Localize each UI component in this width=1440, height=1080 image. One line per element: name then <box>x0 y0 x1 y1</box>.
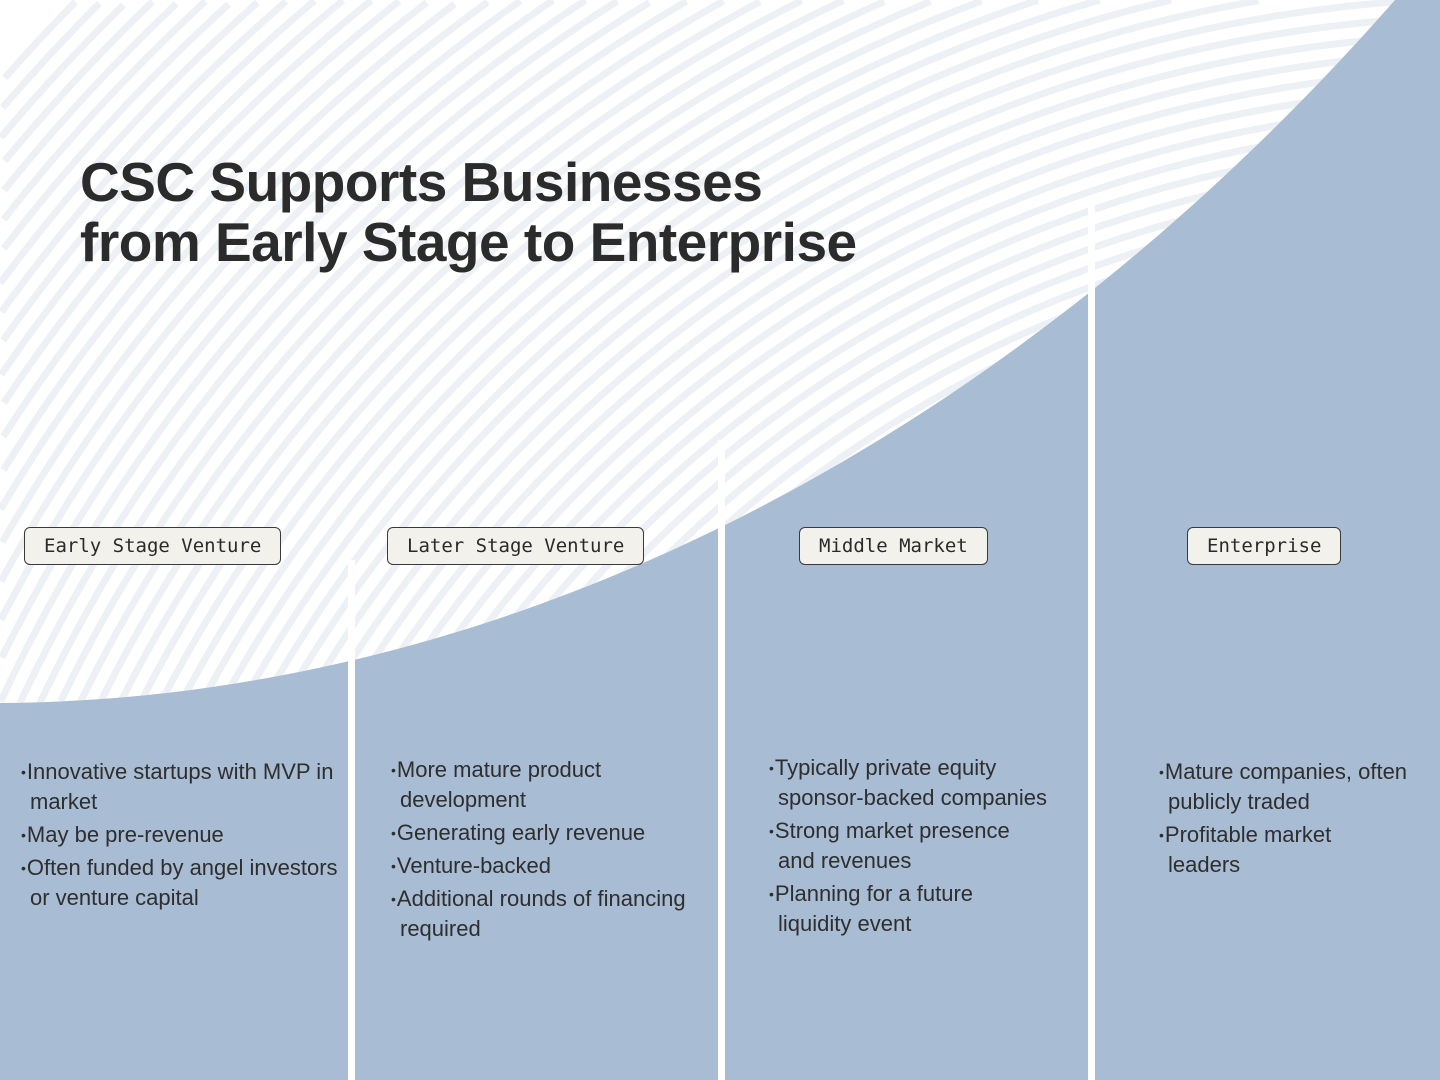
decorative-arc <box>1 0 374 405</box>
decorative-arc <box>301 14 1395 703</box>
bullet-item: Additional rounds of financing required <box>391 884 691 944</box>
decorative-arc <box>0 0 208 222</box>
decorative-arc <box>197 0 1040 703</box>
decorative-arc <box>0 0 523 583</box>
bullet-item: Mature companies, often publicly traded <box>1159 757 1409 817</box>
stage-tag-later-stage-venture: Later Stage Venture <box>387 527 645 565</box>
decorative-arc <box>2 0 78 81</box>
decorative-arc <box>1 1 179 193</box>
decorative-arc <box>0 0 402 439</box>
decorative-arc <box>0 0 490 545</box>
later-stage-bullets: More mature product development Generati… <box>391 755 691 947</box>
decorative-arc <box>219 0 1101 703</box>
bullet-item: Typically private equity sponsor-backed … <box>769 753 1049 813</box>
bullet-item: May be pre-revenue <box>21 820 341 850</box>
decorative-arc <box>280 0 1395 703</box>
bullet-item: Generating early revenue <box>391 818 691 848</box>
bullet-item: Innovative startups with MVP in market <box>21 757 341 817</box>
enterprise-bullets: Mature companies, often publicly traded … <box>1159 757 1409 883</box>
column-divider <box>348 560 355 1080</box>
decorative-arc <box>0 0 102 110</box>
decorative-arc <box>322 32 1395 703</box>
bullet-item: More mature product development <box>391 755 691 815</box>
bullet-item: Planning for a future liquidity event <box>769 879 1049 939</box>
column-divider <box>1088 200 1095 1080</box>
decorative-arc <box>1 1 231 251</box>
early-stage-bullets: Innovative startups with MVP in market M… <box>21 757 341 916</box>
stage-tag-enterprise: Enterprise <box>1187 527 1342 565</box>
bullet-item: Venture-backed <box>391 851 691 881</box>
column-divider <box>718 440 725 1080</box>
stage-tag-early-stage-venture: Early Stage Venture <box>24 527 282 565</box>
decorative-arc <box>0 2 126 140</box>
decorative-arc <box>0 0 260 286</box>
decorative-arc <box>343 50 1395 703</box>
bullet-item: Strong market presence and revenues <box>769 816 1049 876</box>
decorative-arc <box>2 0 156 164</box>
decorative-arc <box>0 0 346 377</box>
decorative-arc <box>0 0 289 314</box>
decorative-arc <box>240 0 1172 703</box>
decorative-arc <box>0 0 555 622</box>
decorative-arc <box>259 0 1260 703</box>
decorative-arc <box>0 1 457 512</box>
bullet-item: Profitable market leaders <box>1159 820 1409 880</box>
title-line-2: from Early Stage to Enterprise <box>80 211 857 273</box>
decorative-arc <box>0 0 430 472</box>
decorative-arc <box>0 0 317 343</box>
middle-market-bullets: Typically private equity sponsor-backed … <box>769 753 1049 942</box>
title-line-1: CSC Supports Businesses <box>80 151 763 213</box>
stage-tag-middle-market: Middle Market <box>799 527 988 565</box>
bullet-item: Often funded by angel investors or ventu… <box>21 853 341 913</box>
page-title: CSC Supports Businesses from Early Stage… <box>80 152 857 272</box>
